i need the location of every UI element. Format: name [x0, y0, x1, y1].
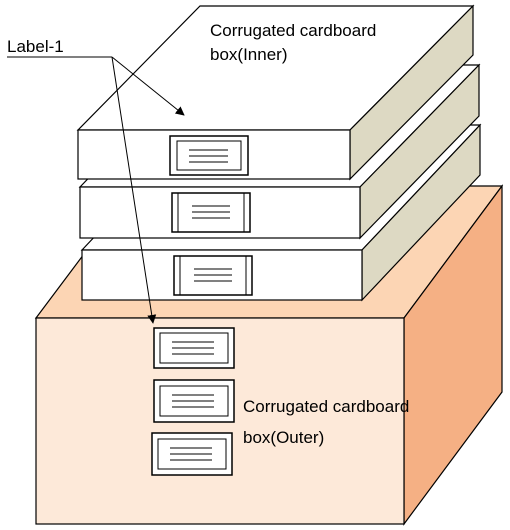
- label-1-text: Label-1: [7, 37, 64, 56]
- inner-label-bottom: [173, 255, 253, 296]
- outer-label-3: [151, 432, 233, 476]
- outer-label-2: [153, 379, 235, 423]
- inner-box-caption-line2: box(Inner): [210, 45, 287, 64]
- label-1-arrow-outer: [111, 56, 157, 324]
- inner-label-top: [169, 135, 249, 176]
- outer-box-caption-line2: box(Outer): [243, 428, 324, 447]
- outer-box-caption-line1: Corrugated cardboard: [243, 397, 409, 416]
- inner-label-middle: [171, 192, 251, 233]
- label-1-arrow-inner: [111, 56, 185, 116]
- inner-box-caption-line1: Corrugated cardboard: [210, 21, 376, 40]
- outer-label-1: [153, 327, 235, 369]
